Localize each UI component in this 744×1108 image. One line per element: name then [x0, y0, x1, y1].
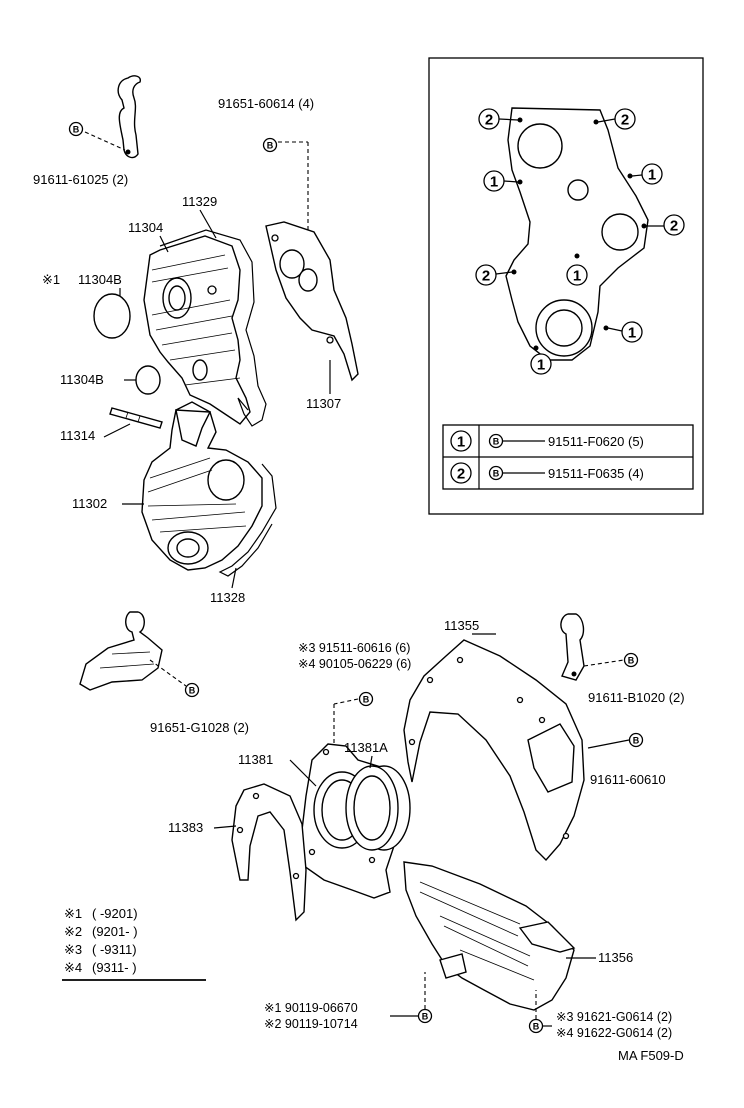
svg-text:B: B [422, 1012, 429, 1022]
svg-text:91511-F0635 (4): 91511-F0635 (4) [548, 466, 644, 481]
svg-text:2: 2 [621, 112, 629, 129]
part-number-90105-06229: ※4 90105-06229 (6) [298, 657, 411, 671]
part-number-11307: 11307 [306, 396, 341, 411]
upper-timing-cover [143, 235, 251, 425]
legend-mark: ※4 [64, 960, 82, 975]
svg-text:91511-F0620 (5): 91511-F0620 (5) [548, 434, 644, 449]
upper-cover-gasket [159, 229, 267, 427]
part-number-91611-61025: 91611-61025 (2) [33, 172, 128, 187]
part-number-11304: 11304 [128, 220, 163, 235]
legend-range: (9201- ) [92, 924, 138, 939]
inset-marker-2: 2 [475, 264, 497, 286]
inset-marker-1: 1 [566, 264, 588, 286]
part-number-91611-60610: 91611-60610 [590, 772, 666, 787]
svg-text:B: B [267, 141, 274, 151]
legend-range: ( -9311) [92, 942, 137, 957]
part-number-90119-06670: ※1 90119-06670 [264, 1001, 358, 1015]
inset-marker-2: 2 [663, 214, 685, 236]
legend-range: (9311- ) [92, 960, 137, 975]
legend-mark-star1: ※1 [42, 272, 60, 287]
svg-text:2: 2 [482, 268, 490, 285]
inset-cover-outline [505, 107, 649, 361]
svg-text:2: 2 [670, 218, 678, 235]
svg-text:2: 2 [485, 112, 493, 129]
svg-text:1: 1 [457, 434, 465, 451]
bolt-marker-b: B [528, 1018, 544, 1034]
part-number-11304B-a: 11304B [78, 272, 122, 287]
cover-seal-strip-11314 [109, 407, 163, 429]
inset-marker-2: 2 [478, 108, 500, 130]
rear-oil-seal-11381A [345, 765, 411, 851]
legend-mark: ※2 [64, 924, 82, 939]
svg-text:2: 2 [457, 466, 465, 483]
bolt-position-inset [428, 57, 704, 515]
svg-text:B: B [533, 1022, 540, 1032]
part-number-11381: 11381 [238, 752, 273, 767]
hook-bracket-right [560, 613, 585, 681]
oil-seal-gasket-11383 [231, 783, 307, 922]
svg-text:B: B [73, 125, 80, 135]
svg-text:B: B [633, 736, 640, 746]
svg-text:B: B [363, 695, 370, 705]
part-number-91621-G0614: ※3 91621-G0614 (2) [556, 1010, 672, 1024]
bolt-spec-table [442, 424, 694, 490]
svg-text:1: 1 [628, 325, 636, 342]
bolt-marker-b: B [184, 682, 200, 698]
part-number-11381A: 11381A [344, 740, 388, 755]
svg-text:B: B [493, 469, 500, 479]
svg-text:B: B [493, 437, 500, 447]
bolt-marker-b: B [358, 691, 374, 707]
svg-text:1: 1 [648, 167, 656, 184]
plug-11304B-large [93, 293, 131, 339]
hook-bracket-top [117, 75, 141, 159]
part-number-90119-10714: ※2 90119-10714 [264, 1017, 358, 1031]
svg-text:1: 1 [490, 174, 498, 191]
timing-belt-guide-11307 [265, 221, 359, 382]
bolt-marker-b: B [417, 1008, 433, 1024]
svg-text:B: B [628, 656, 635, 666]
part-number-91651-60614: 91651-60614 (4) [218, 96, 314, 111]
bracket-left-mid [79, 611, 163, 691]
part-number-91622-G0614: ※4 91622-G0614 (2) [556, 1026, 672, 1040]
part-number-91611-B1020: 91611-B1020 (2) [588, 690, 685, 705]
part-number-11383: 11383 [168, 820, 203, 835]
figure-code: MA F509-D [618, 1048, 684, 1063]
part-number-11328: 11328 [210, 590, 245, 605]
inset-marker-1: 1 [621, 321, 643, 343]
lower-cover-gasket [218, 463, 277, 577]
part-number-91511-60616: ※3 91511-60616 (6) [298, 641, 410, 655]
svg-text:1: 1 [537, 357, 545, 374]
legend-mark: ※1 [64, 906, 82, 921]
bolt-spec-row-2: 2 B 91511-F0635 (4) [450, 462, 644, 484]
plug-11304B-small [135, 365, 161, 395]
part-number-11302: 11302 [72, 496, 107, 511]
bolt-marker-b: B [628, 732, 644, 748]
serial-range-legend: ※1 ( -9201) ※2 (9201- ) ※3 ( -9311) ※4 (… [62, 906, 206, 981]
inset-marker-1: 1 [483, 170, 505, 192]
svg-text:1: 1 [573, 268, 581, 285]
part-number-91651-G1028: 91651-G1028 (2) [150, 720, 249, 735]
part-number-11355: 11355 [444, 618, 479, 633]
bolt-marker-b: B [623, 652, 639, 668]
inset-marker-2: 2 [614, 108, 636, 130]
part-number-11329: 11329 [182, 194, 217, 209]
part-number-11304B-b: 11304B [60, 372, 104, 387]
lower-timing-cover [141, 401, 263, 571]
legend-range: ( -9201) [92, 906, 138, 921]
bolt-marker-b: B [262, 137, 278, 153]
bolt-marker-b: B [68, 121, 84, 137]
legend-mark: ※3 [64, 942, 82, 957]
part-number-11356: 11356 [598, 950, 633, 965]
inset-marker-1: 1 [530, 353, 552, 375]
part-number-11314: 11314 [60, 428, 95, 443]
timing-belt-cover-plate-11355 [403, 639, 585, 862]
timing-belt-cover-lower-11356 [403, 861, 576, 1011]
bolt-spec-row-1: 1 B 91511-F0620 (5) [450, 430, 644, 452]
inset-marker-1: 1 [641, 163, 663, 185]
svg-text:B: B [189, 686, 196, 696]
